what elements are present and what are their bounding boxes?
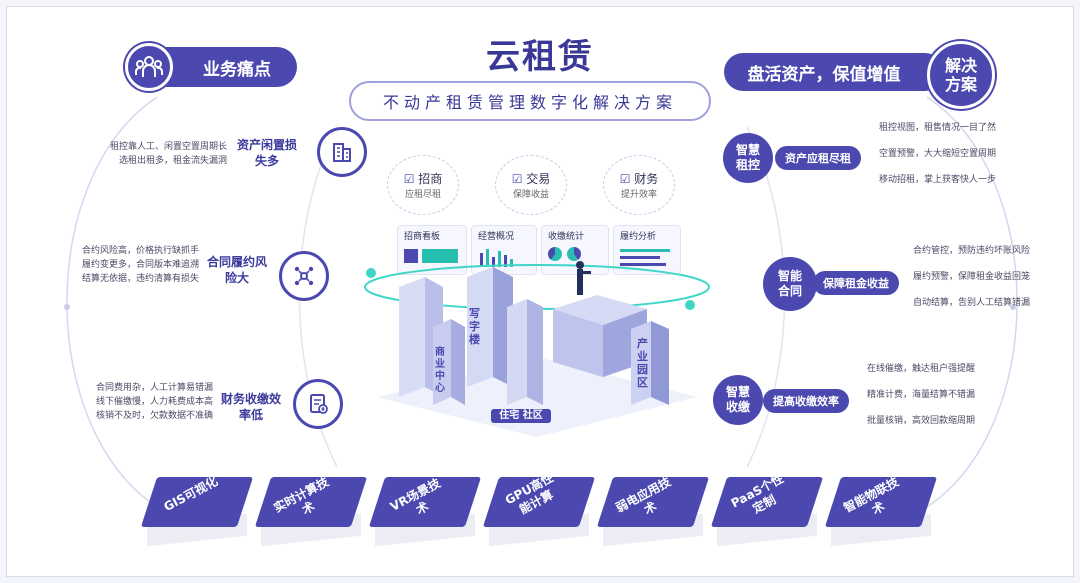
building-label-commercial: 商业中心 xyxy=(435,347,445,394)
canvas: 云租赁 不动产租赁管理数字化解决方案 业务痛点 盘活资产，保值增值 解决方案 租… xyxy=(6,6,1074,577)
check-icon: ☑ xyxy=(403,172,415,186)
pain-item-2-title: 合同履约风险大 xyxy=(205,254,269,286)
feature-transaction-title: ☑ 交易 xyxy=(511,172,551,186)
check-icon: ☑ xyxy=(511,172,523,186)
network-icon xyxy=(279,251,329,301)
solution-item-2-circle: 智能合同 xyxy=(763,257,817,311)
pain-item-1-desc: 租控靠人工、闲置空置周期长 选租出租多，租金流失漏洞 xyxy=(109,142,227,166)
building-label-office: 写字楼 xyxy=(469,307,480,346)
page-title: 云租赁 xyxy=(486,37,594,77)
solution-item-3-tag: 提高收缴效率 xyxy=(763,389,849,413)
solution-item-3-circle: 智慧收缴 xyxy=(713,375,763,425)
check-icon: ☑ xyxy=(619,172,631,186)
feature-investment: ☑ 招商 应租尽租 xyxy=(387,155,459,215)
card-performance-analysis: 履约分析 xyxy=(613,225,681,275)
solution-item-1-points: 租控视图，租售情况一目了然 空置预警，大大缩短空置周期 移动招租，掌上获客快人一… xyxy=(879,123,997,185)
solution-label: 解决方案 xyxy=(944,56,977,94)
pain-points-label: 业务痛点 xyxy=(203,59,271,80)
feature-transaction: ☑ 交易 保障收益 xyxy=(495,155,567,215)
invoice-icon xyxy=(293,379,343,429)
feature-investment-title: ☑ 招商 xyxy=(403,172,443,186)
feature-finance-title: ☑ 财务 xyxy=(619,172,659,186)
solution-slogan-badge: 盘活资产，保值增值 xyxy=(724,53,944,91)
solution-slogan: 盘活资产，保值增值 xyxy=(747,64,901,85)
solution-item-2-tag: 保障租金收益 xyxy=(813,271,899,295)
pain-item-2-desc: 合约风险高，价格执行缺抓手 履约变更多，合同版本难追溯 结算无依据，违约清算有损… xyxy=(81,246,199,284)
pain-item-1-title: 资产闲置损失多 xyxy=(235,137,299,169)
solution-item-1-tag: 资产应租尽租 xyxy=(775,146,861,170)
solution-item-2-points: 合约管控，预防违约坏账风险 履约预警，保障租金收益回笼 自动结算，告别人工结算错… xyxy=(913,246,1031,308)
feature-finance: ☑ 财务 提升效率 xyxy=(603,155,675,215)
building-icon xyxy=(317,127,367,177)
tech-cube-3: VR场景技术 xyxy=(368,469,482,549)
solution-item-3-points: 在线催缴，触达租户强提醒 精准计费，海量结算不错漏 批量核销，高效回款缩周期 xyxy=(867,364,976,426)
building-label-industrial: 产业园区 xyxy=(637,337,648,389)
tech-cube-6: PaaS个性定制 xyxy=(710,469,824,549)
tech-cube-5: 弱电应用技术 xyxy=(596,469,710,549)
tech-cube-4: GPU高性能计算 xyxy=(482,469,596,549)
pain-item-3-desc: 合同费用杂，人工计算易错漏 线下催缴慢，人力耗费成本高 核销不及时，欠款数据不准… xyxy=(95,383,213,421)
card-operation-overview: 经营概况 xyxy=(471,225,537,275)
solution-label-circle: 解决方案 xyxy=(927,41,995,109)
solution-item-1-circle: 智慧租控 xyxy=(723,133,773,183)
pain-item-3-title: 财务收缴效率低 xyxy=(219,391,283,423)
tech-cube-7: 智能物联技术 xyxy=(824,469,938,549)
city-illustration xyxy=(364,261,710,437)
subtitle-pill: 不动产租赁管理数字化解决方案 xyxy=(349,81,711,121)
building-label-residential: 住宅 社区 xyxy=(491,409,551,423)
people-icon xyxy=(125,43,173,91)
tech-cube-2: 实时计算技术 xyxy=(254,469,368,549)
tech-cube-1: GIS可视化 xyxy=(140,469,254,549)
